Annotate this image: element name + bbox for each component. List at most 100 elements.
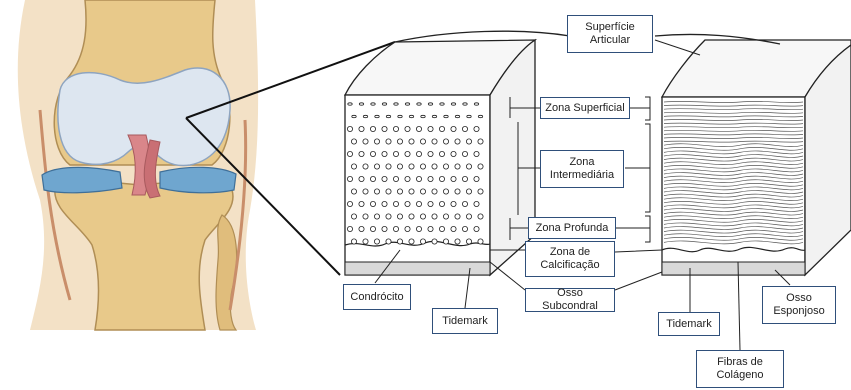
chondrocyte-cell [428, 151, 433, 156]
chondrocyte-cell [352, 115, 356, 117]
chondrocyte-cell [393, 201, 398, 206]
cartilage-block-right [662, 40, 851, 275]
chondrocyte-cell [462, 151, 467, 156]
chondrocyte-cell [363, 139, 368, 144]
chondrocyte-cell [405, 103, 409, 105]
chondrocyte-cell [455, 189, 460, 194]
chondrocyte-cell [363, 214, 368, 219]
chondrocyte-cell [386, 139, 391, 144]
chondrocyte-cell [432, 164, 437, 169]
chondrocyte-cell [443, 139, 448, 144]
connector-superficie-right [655, 40, 700, 55]
chondrocyte-cell [466, 239, 471, 244]
chondrocyte-cell [478, 164, 483, 169]
label-osso-esponjoso: Osso Esponjoso [762, 286, 836, 324]
chondrocyte-cell [370, 226, 375, 231]
chondrocyte-cell [386, 189, 391, 194]
chondrocyte-cell [432, 239, 437, 244]
chondrocyte-cell [397, 164, 402, 169]
chondrocyte-cell [455, 164, 460, 169]
label-condrocito: Condrócito [343, 284, 411, 310]
chondrocyte-cell [420, 189, 425, 194]
chondrocyte-cell [347, 126, 352, 131]
label-osso-subcondral: Osso Subcondral [525, 288, 615, 312]
chondrocyte-cell [463, 103, 467, 105]
chondrocyte-cell [478, 115, 482, 117]
chondrocyte-cell [371, 103, 375, 105]
chondrocyte-cell [398, 115, 402, 117]
label-tidemark-left: Tidemark [432, 308, 498, 334]
chondrocyte-cell [363, 115, 367, 117]
chondrocyte-cell [394, 103, 398, 105]
chondrocyte-cell [382, 103, 386, 105]
chondrocyte-cell [382, 126, 387, 131]
chondrocyte-cell [351, 164, 356, 169]
chondrocyte-cell [416, 201, 421, 206]
label-zona-profunda: Zona Profunda [528, 217, 616, 239]
chondrocyte-cell [474, 226, 479, 231]
chondrocyte-cell [374, 139, 379, 144]
chondrocyte-cell [451, 126, 456, 131]
block-left-front-face [345, 95, 490, 275]
chondrocyte-cell [409, 189, 414, 194]
chondrocyte-cell [478, 139, 483, 144]
chondrocyte-cell [386, 115, 390, 117]
chondrocyte-cell [374, 239, 379, 244]
chondrocyte-cell [455, 214, 460, 219]
chondrocyte-cell [439, 176, 444, 181]
chondrocyte-cell [439, 226, 444, 231]
chondrocyte-cell [428, 126, 433, 131]
chondrocyte-cell [462, 226, 467, 231]
chondrocyte-cell [474, 126, 479, 131]
chondrocyte-cell [386, 164, 391, 169]
chondrocyte-cell [405, 176, 410, 181]
chondrocyte-cell [451, 226, 456, 231]
chondrocyte-cell [439, 201, 444, 206]
chondrocyte-cell [374, 214, 379, 219]
chondrocyte-cell [393, 226, 398, 231]
chondrocyte-cell [409, 164, 414, 169]
chondrocyte-cell [420, 139, 425, 144]
chondrocyte-cell [462, 126, 467, 131]
chondrocyte-cell [409, 214, 414, 219]
chondrocyte-cell [478, 189, 483, 194]
chondrocyte-cell [474, 151, 479, 156]
chondrocyte-cell [474, 103, 478, 105]
chondrocyte-cell [363, 239, 368, 244]
chondrocyte-cell [405, 126, 410, 131]
chondrocyte-cell [443, 164, 448, 169]
chondrocyte-cell [351, 189, 356, 194]
chondrocyte-cell [466, 139, 471, 144]
chondrocyte-cell [397, 139, 402, 144]
chondrocyte-cell [467, 115, 471, 117]
chondrocyte-cell [455, 239, 460, 244]
chondrocyte-cell [428, 103, 432, 105]
chondrocyte-cell [405, 151, 410, 156]
chondrocyte-cell [382, 176, 387, 181]
chondrocyte-cell [451, 201, 456, 206]
chondrocyte-cell [417, 103, 421, 105]
chondrocyte-cell [466, 189, 471, 194]
chondrocyte-cell [348, 103, 352, 105]
chondrocyte-cell [370, 151, 375, 156]
block-left-bone-band [345, 262, 490, 275]
chondrocyte-cell [351, 239, 356, 244]
chondrocyte-cell [420, 164, 425, 169]
chondrocyte-cell [359, 201, 364, 206]
chondrocyte-cell [455, 139, 460, 144]
chondrocyte-cell [370, 176, 375, 181]
chondrocyte-cell [351, 214, 356, 219]
chondrocyte-cell [375, 115, 379, 117]
chondrocyte-cell [466, 214, 471, 219]
label-zona-superficial: Zona Superficial [540, 97, 630, 119]
label-zona-intermediaria: Zona Intermediária [540, 150, 624, 188]
chondrocyte-cell [382, 151, 387, 156]
chondrocyte-cell [443, 239, 448, 244]
chondrocyte-cell [444, 115, 448, 117]
chondrocyte-cell [416, 151, 421, 156]
chondrocyte-cell [409, 115, 413, 117]
chondrocyte-cell [432, 139, 437, 144]
chondrocyte-cell [409, 139, 414, 144]
chondrocyte-cell [393, 126, 398, 131]
